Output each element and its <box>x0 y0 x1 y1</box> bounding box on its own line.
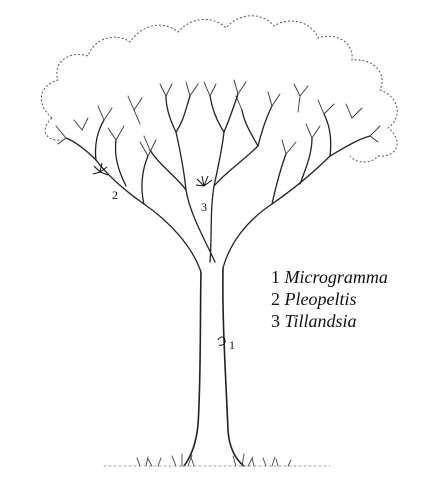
legend-species-name: Microgramma <box>285 267 388 287</box>
legend-number: 3 <box>271 311 280 331</box>
epiphyte-tillandsia <box>196 176 212 186</box>
trunk <box>184 268 244 466</box>
branches <box>66 94 370 272</box>
legend-species-name: Tillandsia <box>285 311 357 331</box>
legend-item-2: 2 Pleopeltis <box>271 288 388 310</box>
legend: 1 Microgramma 2 Pleopeltis 3 Tillandsia <box>271 266 388 332</box>
marker-1: 1 <box>229 338 235 352</box>
legend-item-1: 1 Microgramma <box>271 266 388 288</box>
legend-item-3: 3 Tillandsia <box>271 310 388 332</box>
legend-number: 1 <box>271 267 280 287</box>
canopy-outline <box>41 16 397 162</box>
marker-3: 3 <box>201 200 207 214</box>
ground-grass <box>104 454 330 466</box>
legend-number: 2 <box>271 289 280 309</box>
marker-2: 2 <box>112 188 118 202</box>
legend-species-name: Pleopeltis <box>285 289 357 309</box>
